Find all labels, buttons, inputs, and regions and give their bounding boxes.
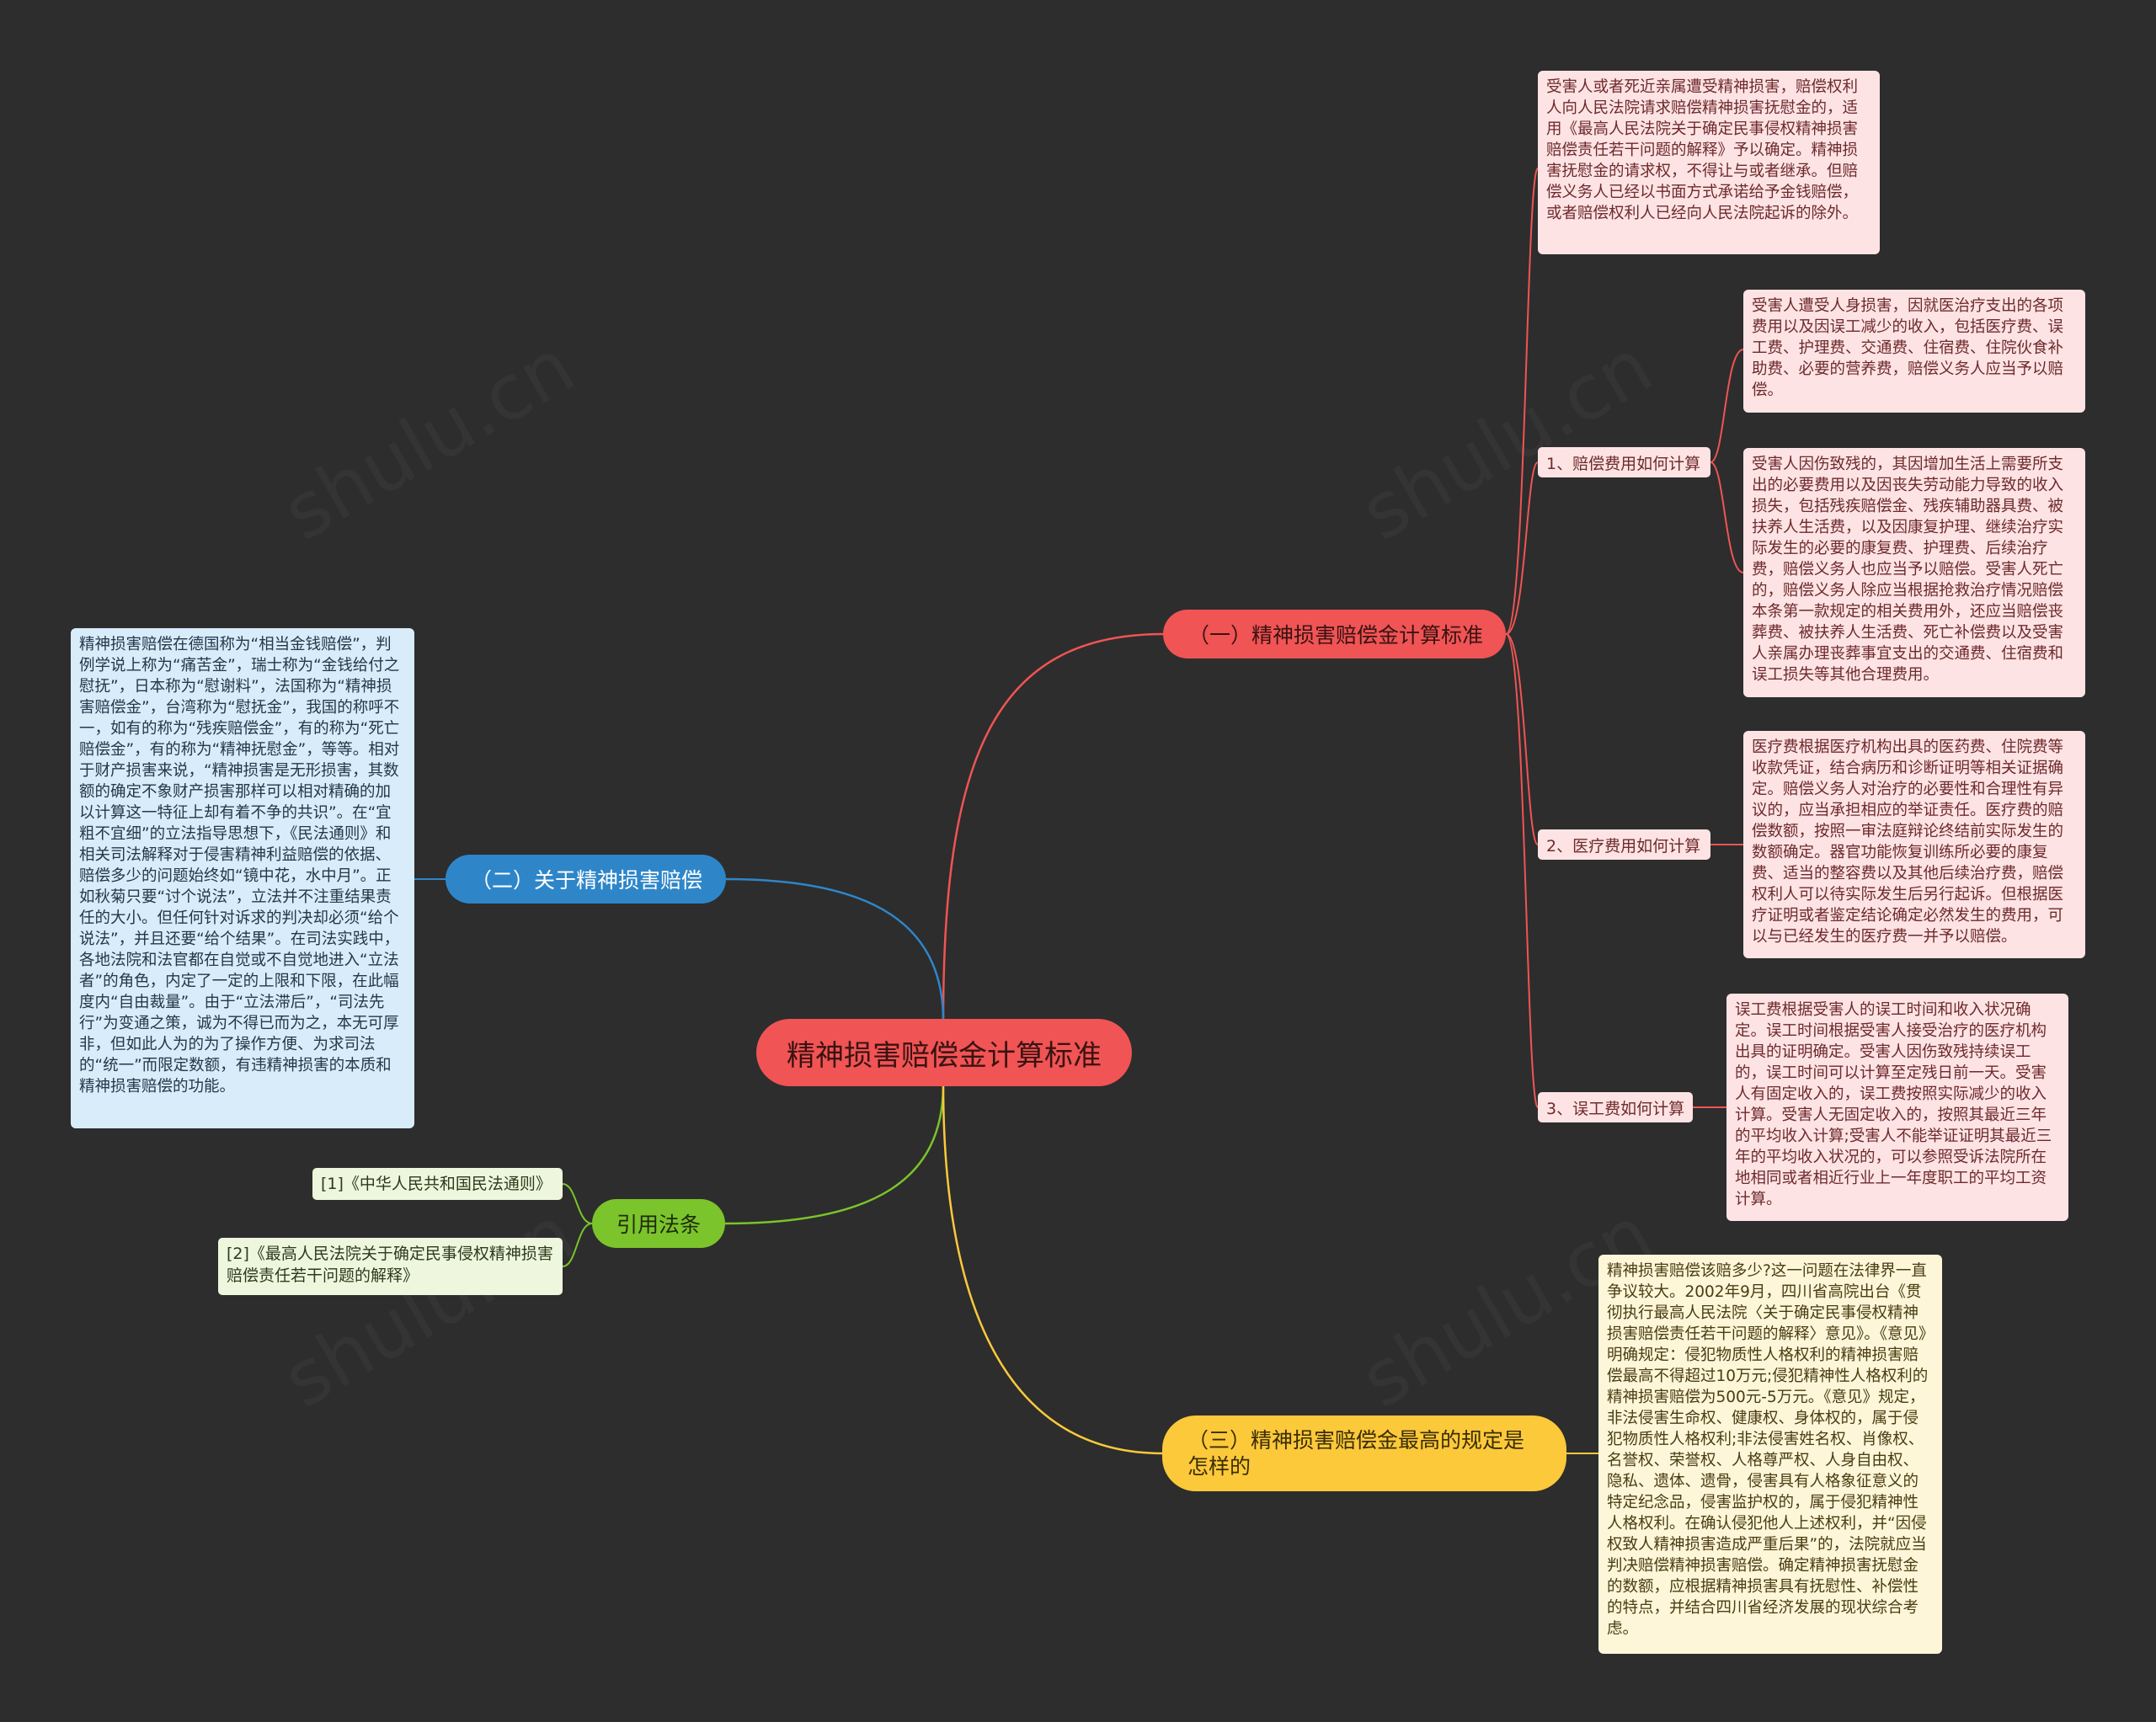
link-b3-ref1: [562, 1183, 593, 1224]
branch-maximum-compensation[interactable]: （三）精神损害赔偿金最高的规定是怎样的: [1162, 1415, 1566, 1491]
branch-about-mental-damage[interactable]: （二）关于精神损害赔偿: [446, 855, 726, 904]
branch-calculation-standard[interactable]: （一）精神损害赔偿金计算标准: [1163, 610, 1506, 658]
link-root-branch2: [725, 877, 945, 1021]
link-b1-sub2: [1505, 633, 1539, 845]
link-root-branch1: [942, 632, 1164, 1021]
link-b1-sub3: [1505, 633, 1539, 1108]
link-b3-ref2: [562, 1223, 593, 1267]
maximum-compensation-text: 精神损害赔偿该赔多少?这一问题在法律界一直争议较大。2002年9月，四川省高院出…: [1598, 1255, 1942, 1654]
link-root-branch4: [942, 1084, 1163, 1455]
compensation-cost-text-1: 受害人遭受人身损害，因就医治疗支出的各项费用以及因误工减少的收入，包括医疗费、误…: [1743, 290, 2085, 413]
law-reference-1[interactable]: [1]《中华人民共和国民法通则》: [312, 1168, 563, 1200]
mental-damage-text: 精神损害赔偿在德国称为“相当金钱赔偿”，判例学说上称为“痛苦金”，瑞士称为“金钱…: [71, 628, 414, 1128]
intro-text-node: 受害人或者死近亲属遭受精神损害，赔偿权利人向人民法院请求赔偿精神损害抚慰金的，适…: [1538, 71, 1880, 254]
compensation-cost-text-2: 受害人因伤致残的，其因增加生活上需要所支出的必要费用以及因丧失劳动能力导致的收入…: [1743, 448, 2085, 697]
subtopic-medical-cost[interactable]: 2、医疗费用如何计算: [1538, 829, 1710, 860]
subtopic-lost-wages[interactable]: 3、误工费如何计算: [1538, 1092, 1693, 1122]
subtopic-compensation-cost[interactable]: 1、赔偿费用如何计算: [1538, 447, 1710, 477]
link-b1-sub1: [1505, 461, 1539, 635]
link-root-branch3: [724, 1084, 945, 1225]
root-topic[interactable]: 精神损害赔偿金计算标准: [756, 1019, 1132, 1086]
law-reference-2[interactable]: [2]《最高人民法院关于确定民事侵权精神损害赔偿责任若干问题的解释》: [218, 1238, 563, 1295]
link-b1-intro: [1505, 168, 1539, 635]
link-sub1-text1: [1710, 349, 1744, 463]
lost-wages-text: 误工费根据受害人的误工时间和收入状况确定。误工时间根据受害人接受治疗的医疗机构出…: [1726, 994, 2068, 1221]
branch-cited-law[interactable]: 引用法条: [592, 1199, 725, 1248]
medical-cost-text: 医疗费根据医疗机构出具的医药费、住院费等收款凭证，结合病历和诊断证明等相关证据确…: [1743, 731, 2085, 958]
link-sub1-text2: [1710, 461, 1744, 573]
